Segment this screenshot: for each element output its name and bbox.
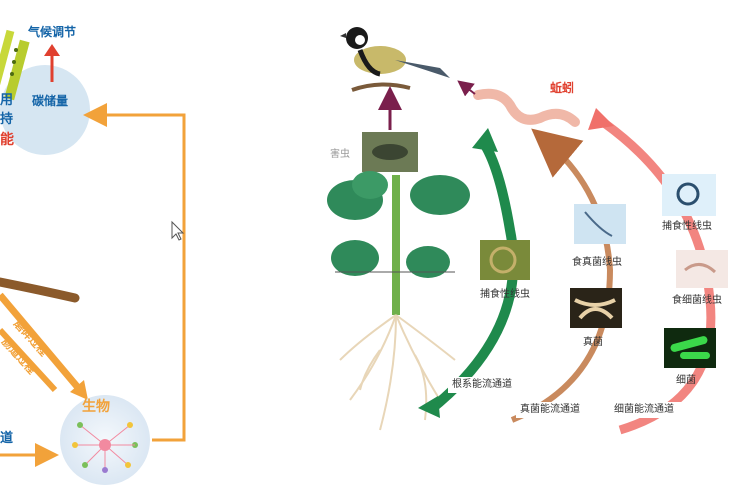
carbon-bubble [0, 65, 90, 155]
pest-label: 害虫 [330, 149, 350, 160]
up-arrow-icon [44, 44, 60, 82]
process-arrows [0, 292, 88, 400]
network-icon [72, 422, 138, 473]
partial-text-hold: 持 [0, 112, 14, 127]
predatory-nematode-label: 捕食性线虫 [480, 289, 530, 300]
channel-partial-label: 道 [0, 431, 14, 446]
plant-strip-icon [0, 29, 30, 101]
fungal-channel-label: 真菌能流通道 [520, 404, 580, 415]
fungal-nematode-label: 食真菌线虫 [572, 257, 622, 268]
climate-regulation-label: 气候调节 [28, 25, 77, 39]
bacterial-nematode-image [676, 250, 728, 288]
fungi-label: 真菌 [583, 337, 603, 348]
organisms-label: 生物 [82, 399, 110, 415]
earthworm-icon [473, 88, 580, 127]
bacterial-channel-label: 细菌能流通道 [614, 404, 674, 415]
fungal-nematode-image [574, 204, 626, 244]
partial-text-energy: 能 [0, 132, 14, 148]
worm-icon [0, 277, 80, 303]
worm-to-bird-arrow [457, 80, 476, 97]
bacterial-nematode-label: 食细菌线虫 [672, 295, 722, 306]
feedback-arrow [83, 103, 186, 442]
partial-text-use: 用 [0, 93, 14, 108]
fungal-channel-arrow [510, 128, 614, 423]
earthworm-label: 蚯蚓 [550, 81, 575, 95]
bacterial-channel-label-bg [610, 402, 698, 418]
bacteria-label: 细菌 [676, 375, 696, 386]
cursor-icon [171, 220, 185, 241]
roots-icon [339, 314, 456, 431]
predatory-nematode-2-image [662, 174, 716, 216]
bird-icon [340, 27, 450, 92]
predatory-nematode-image [480, 240, 530, 280]
fungal-channel-label-bg [516, 402, 604, 418]
plant-icon [327, 171, 470, 315]
root-channel-label-bg [448, 377, 536, 393]
predatory-nematode-2-label: 捕食性线虫 [662, 221, 712, 232]
root-channel-label: 根系能流通道 [452, 379, 512, 390]
carbon-storage-label: 碳储量 [32, 94, 69, 108]
